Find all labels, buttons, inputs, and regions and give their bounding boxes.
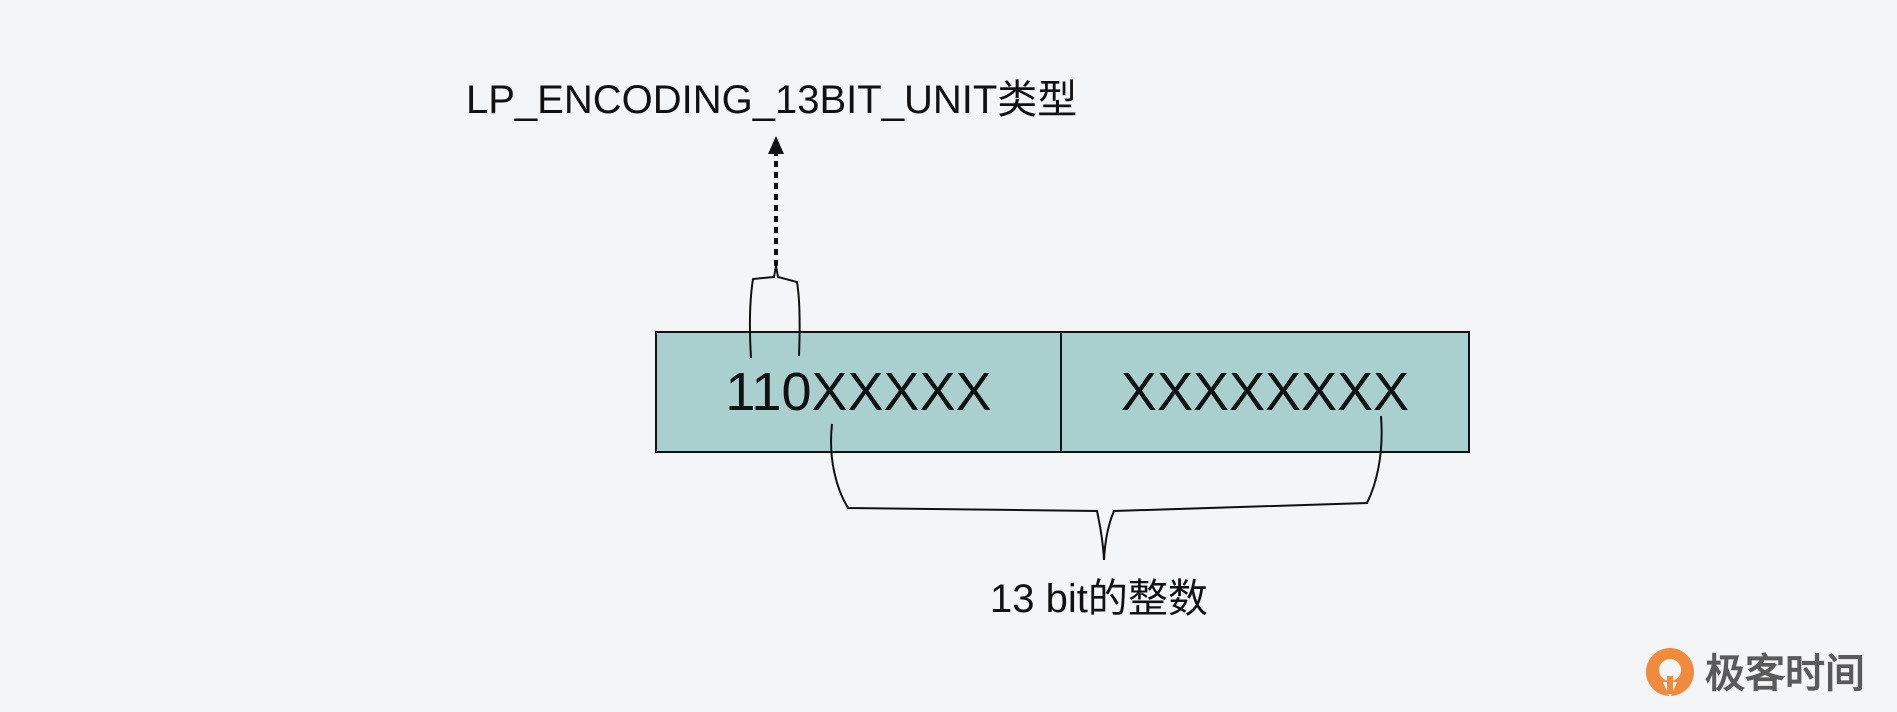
arrow-head (768, 136, 784, 154)
field-right-text: XXXXXXXX (1120, 362, 1410, 422)
brand-text: 极客时间 (1705, 651, 1865, 697)
byte-field-right (1060, 331, 1470, 453)
geektime-logo-icon (1646, 648, 1694, 698)
type-label: LP_ENCODING_13BIT_UNIT类型 (466, 78, 1078, 122)
field-left-text: 110XXXXX (725, 362, 992, 422)
bottom-label: 13 bit的整数 (990, 577, 1208, 621)
byte-field-left (655, 331, 1062, 453)
brand-watermark: 极客时间 (1643, 644, 1865, 704)
bottom-bracket (830, 415, 1383, 561)
